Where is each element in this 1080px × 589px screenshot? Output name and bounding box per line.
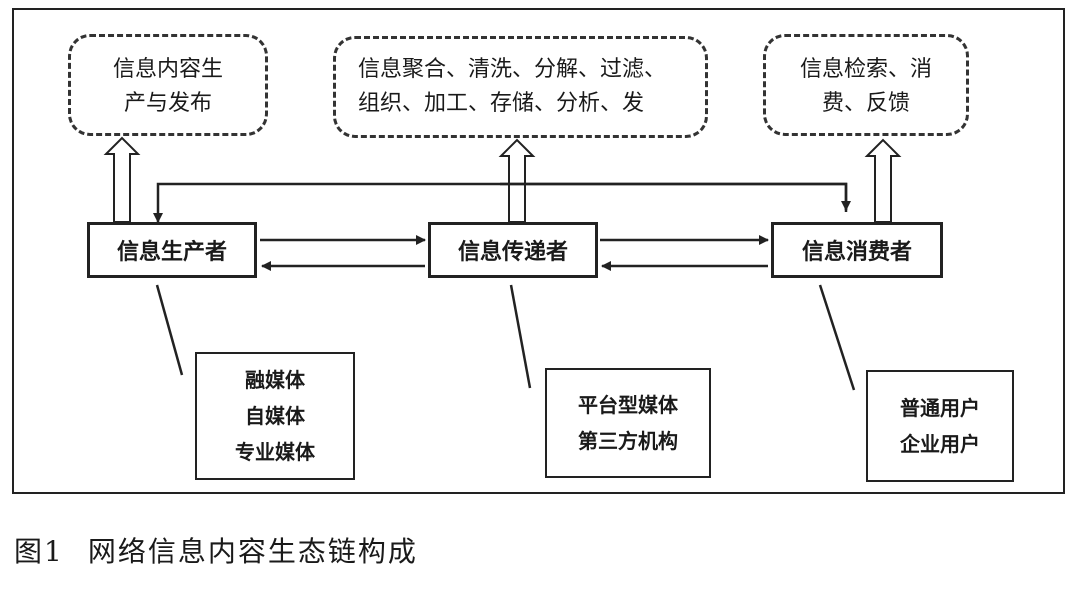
transmitter-box: 信息传递者 (428, 222, 598, 278)
producer-member-3: 专业媒体 (235, 440, 315, 464)
producer-members-box: 融媒体 自媒体 专业媒体 (195, 352, 355, 480)
consumer-members-box: 普通用户 企业用户 (866, 370, 1014, 482)
consumer-process-line-1: 信息检索、消 (799, 57, 932, 82)
figure-title: 网络信息内容生态链构成 (87, 535, 418, 568)
link-transmitter-members (509, 284, 532, 389)
hollow-arrow-producer (103, 136, 141, 223)
producer-process-box: 信息内容生 产与发布 (68, 34, 268, 136)
feedback-loop-to-producer (153, 182, 848, 223)
hollow-arrow-transmitter (498, 138, 536, 223)
diagram-frame (12, 8, 1065, 494)
consumer-member-2: 企业用户 (900, 432, 980, 456)
producer-process-line-1: 信息内容生 (112, 57, 223, 82)
producer-box: 信息生产者 (87, 222, 257, 278)
hollow-arrow-consumer (864, 138, 902, 223)
consumer-box: 信息消费者 (771, 222, 943, 278)
consumer-member-1: 普通用户 (900, 396, 980, 420)
link-consumer-members (818, 284, 856, 391)
transmitter-process-line-2: 组织、加工、存储、分析、发 (358, 91, 645, 116)
transmitter-members-box: 平台型媒体 第三方机构 (545, 368, 711, 478)
consumer-label: 信息消费者 (801, 240, 912, 265)
producer-label: 信息生产者 (116, 240, 227, 265)
consumer-process-line-2: 费、反馈 (821, 91, 910, 116)
producer-member-1: 融媒体 (245, 368, 305, 392)
figure-caption: 图1 网络信息内容生态链构成 (14, 530, 418, 570)
transmitter-process-line-1: 信息聚合、清洗、分解、过滤、 (358, 57, 667, 82)
link-producer-members (155, 284, 184, 376)
feedback-loop-to-consumer (500, 182, 851, 211)
figure-number: 图1 (14, 535, 64, 568)
transmitter-label: 信息传递者 (457, 240, 568, 265)
producer-process-line-2: 产与发布 (123, 91, 212, 116)
consumer-process-box: 信息检索、消 费、反馈 (763, 34, 969, 136)
transmitter-member-2: 第三方机构 (578, 429, 678, 453)
producer-member-2: 自媒体 (245, 404, 305, 428)
hollow-arrows (103, 136, 902, 223)
transmitter-member-1: 平台型媒体 (578, 393, 678, 417)
transmitter-process-box: 信息聚合、清洗、分解、过滤、 组织、加工、存储、分析、发 (333, 36, 708, 138)
